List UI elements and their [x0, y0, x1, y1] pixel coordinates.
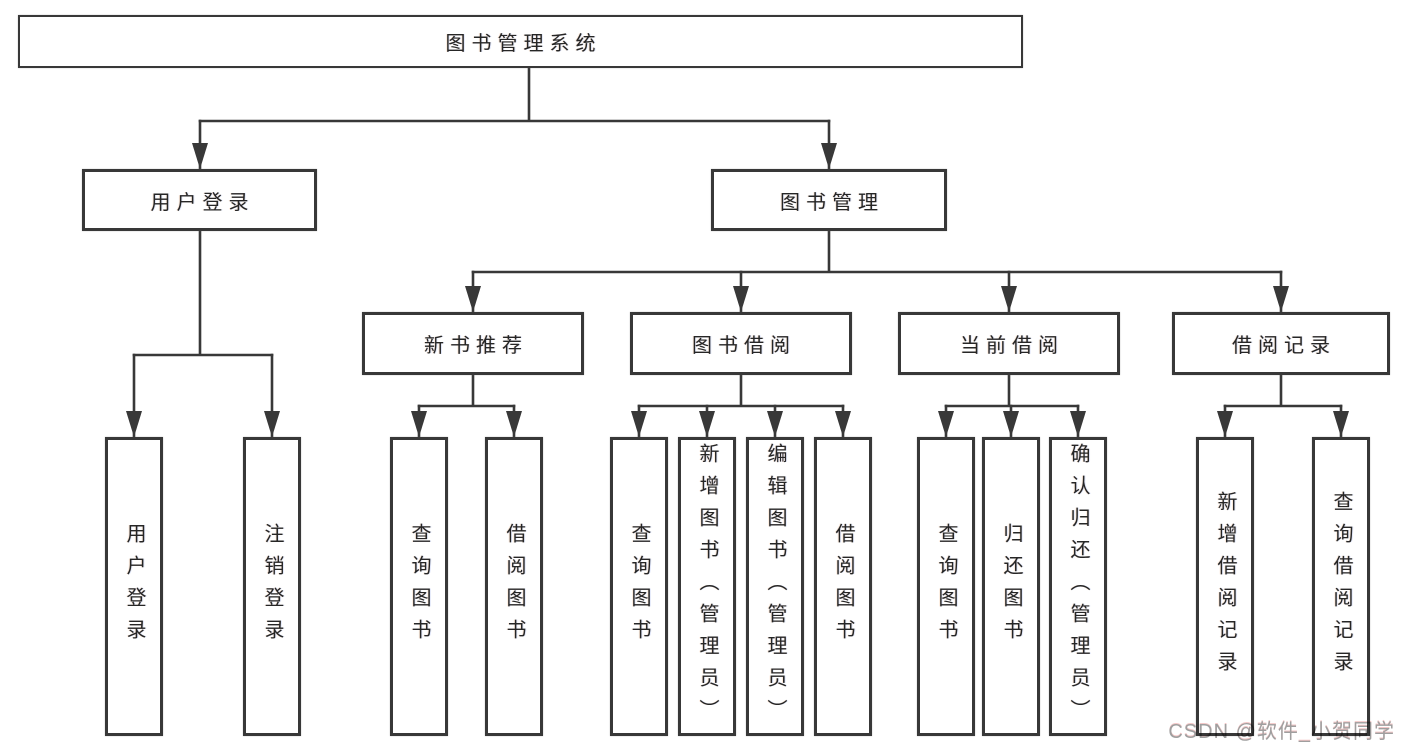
node-label: 确认归还（管理员） [1067, 442, 1089, 731]
leaf-confirm-return-admin: 确认归还（管理员） [1049, 437, 1107, 736]
node-label: 查询图书 [408, 522, 430, 651]
node-label: 新书推荐 [424, 335, 528, 357]
leaf-query-books-current: 查询图书 [917, 437, 975, 736]
node-label: 用户登录 [150, 191, 255, 214]
node-book-management: 图书管理 [711, 169, 947, 231]
leaf-query-books-borrowing: 查询图书 [610, 437, 668, 736]
node-label: 当前借阅 [960, 335, 1064, 357]
node-label: 借阅图书 [503, 522, 525, 651]
leaf-add-books-admin: 新增图书（管理员） [678, 437, 736, 736]
node-user-login: 用户登录 [82, 169, 317, 231]
node-label: 注销登录 [261, 522, 283, 651]
leaf-return-books: 归还图书 [982, 437, 1040, 736]
node-label: 查询图书 [935, 522, 957, 651]
leaf-user-login: 用户登录 [105, 437, 163, 736]
node-label: 查询借阅记录 [1330, 490, 1352, 683]
node-label: 借阅图书 [832, 522, 854, 651]
node-label: 归还图书 [1000, 522, 1022, 651]
node-borrowing-records: 借阅记录 [1172, 312, 1390, 375]
node-label: 图书管理 [780, 191, 884, 214]
leaf-query-books-recommend: 查询图书 [390, 437, 448, 736]
leaf-add-borrow-record: 新增借阅记录 [1196, 437, 1254, 736]
watermark-text: CSDN @软件_小贺同学 [1168, 721, 1395, 743]
node-label: 用户登录 [123, 522, 145, 651]
node-label: 新增借阅记录 [1214, 490, 1236, 683]
node-current-borrowing: 当前借阅 [898, 312, 1120, 375]
node-label: 查询图书 [628, 522, 650, 651]
leaf-borrow-books-borrowing: 借阅图书 [814, 437, 872, 736]
node-new-book-recommendation: 新书推荐 [362, 312, 584, 375]
node-label: 编辑图书（管理员） [764, 442, 786, 731]
node-library-system: 图书管理系统 [18, 15, 1023, 68]
node-label: 借阅记录 [1232, 335, 1336, 357]
leaf-edit-books-admin: 编辑图书（管理员） [746, 437, 804, 736]
node-label: 新增图书（管理员） [696, 442, 718, 731]
node-label: 图书借阅 [692, 335, 796, 357]
node-label: 图书管理系统 [445, 33, 602, 55]
leaf-borrow-books-recommend: 借阅图书 [485, 437, 543, 736]
leaf-logout: 注销登录 [243, 437, 301, 736]
node-book-borrowing: 图书借阅 [630, 312, 852, 375]
leaf-query-borrow-record: 查询借阅记录 [1312, 437, 1370, 736]
